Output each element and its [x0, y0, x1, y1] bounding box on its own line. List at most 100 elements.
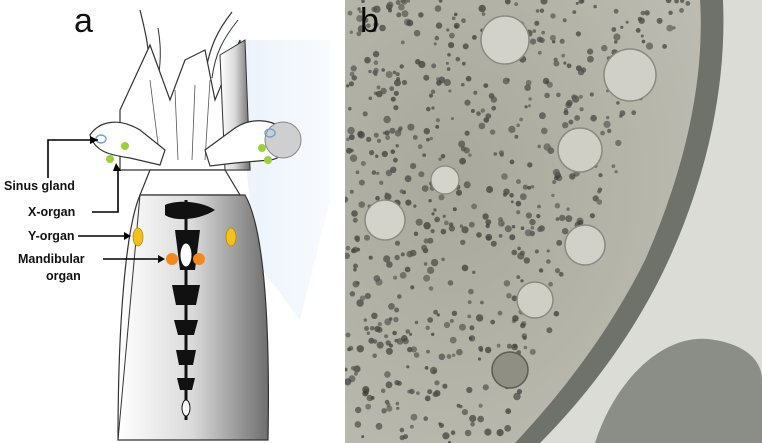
- granule: [396, 144, 399, 147]
- granule: [349, 81, 354, 86]
- granule: [482, 213, 488, 219]
- granule: [386, 71, 393, 78]
- granule: [347, 347, 351, 351]
- granule: [520, 279, 523, 282]
- granule: [545, 81, 548, 84]
- granule: [357, 345, 364, 352]
- granule: [355, 421, 362, 428]
- granule: [401, 335, 408, 342]
- granule: [353, 268, 357, 272]
- granule: [368, 70, 371, 73]
- granule: [405, 175, 412, 182]
- granule: [469, 222, 475, 228]
- granule: [540, 9, 544, 13]
- granule: [423, 416, 428, 421]
- granule: [472, 35, 477, 40]
- x-organ-leader: [92, 168, 118, 212]
- granule: [369, 256, 373, 260]
- granule: [450, 319, 454, 323]
- granule: [551, 194, 554, 197]
- granule: [395, 241, 400, 246]
- granule: [444, 322, 450, 328]
- granule: [391, 97, 396, 102]
- granule: [556, 93, 561, 98]
- granule: [458, 141, 465, 148]
- granule: [366, 137, 371, 142]
- granule: [426, 326, 430, 330]
- granule: [429, 94, 433, 98]
- granule: [377, 86, 381, 90]
- granule: [456, 57, 461, 62]
- granule: [410, 425, 414, 429]
- granule: [679, 8, 684, 13]
- granule: [516, 275, 520, 279]
- granule: [347, 127, 354, 134]
- granule: [464, 100, 470, 106]
- granule: [537, 227, 542, 232]
- granule: [606, 116, 609, 119]
- granule: [405, 200, 411, 206]
- granule: [554, 311, 560, 317]
- granule: [398, 126, 402, 130]
- granule: [373, 51, 379, 57]
- granule: [478, 346, 483, 351]
- x-organ-left-icon: [121, 142, 129, 150]
- granule: [541, 31, 545, 35]
- granule: [427, 317, 433, 323]
- granule: [527, 162, 532, 167]
- granule: [554, 176, 558, 180]
- granule: [388, 9, 392, 13]
- granule: [524, 257, 530, 263]
- granule: [393, 317, 398, 322]
- granule: [556, 240, 562, 246]
- granule: [524, 346, 528, 350]
- granule: [424, 128, 430, 134]
- granule: [544, 143, 551, 150]
- granule: [516, 210, 520, 214]
- granule: [392, 331, 397, 336]
- granule: [641, 35, 644, 38]
- granule: [407, 124, 414, 131]
- granule: [529, 219, 535, 225]
- granule: [398, 4, 405, 11]
- granule: [393, 276, 397, 280]
- granule: [362, 391, 368, 397]
- granule: [461, 18, 466, 23]
- granule: [464, 181, 471, 188]
- granule: [520, 251, 525, 256]
- granule: [607, 129, 611, 133]
- granule: [427, 267, 434, 274]
- granule: [423, 275, 430, 282]
- granule: [473, 91, 477, 95]
- granule: [576, 31, 581, 36]
- granule: [566, 207, 569, 210]
- granule: [423, 75, 429, 81]
- label-mandibular: Mandibular: [18, 252, 85, 266]
- granule: [561, 54, 565, 58]
- granule: [541, 128, 548, 135]
- granule: [379, 25, 386, 32]
- granule: [446, 62, 449, 65]
- granule: [431, 259, 438, 266]
- granule: [537, 145, 541, 149]
- granule: [441, 154, 445, 158]
- x-organ-right-icon: [258, 144, 266, 152]
- granule: [448, 280, 454, 286]
- granule: [451, 430, 456, 435]
- granule: [520, 323, 525, 328]
- granule: [449, 222, 453, 226]
- granule: [478, 357, 481, 360]
- granule: [503, 189, 509, 195]
- granule: [375, 155, 378, 158]
- granule: [565, 215, 572, 222]
- label-sinus-gland: Sinus gland: [4, 179, 75, 193]
- granule: [468, 289, 474, 295]
- granule: [370, 326, 375, 331]
- granule: [411, 414, 418, 421]
- granule: [402, 80, 407, 85]
- granule: [442, 384, 447, 389]
- granule: [350, 149, 354, 153]
- granule: [636, 28, 641, 33]
- granule: [413, 135, 418, 140]
- granule: [516, 179, 521, 184]
